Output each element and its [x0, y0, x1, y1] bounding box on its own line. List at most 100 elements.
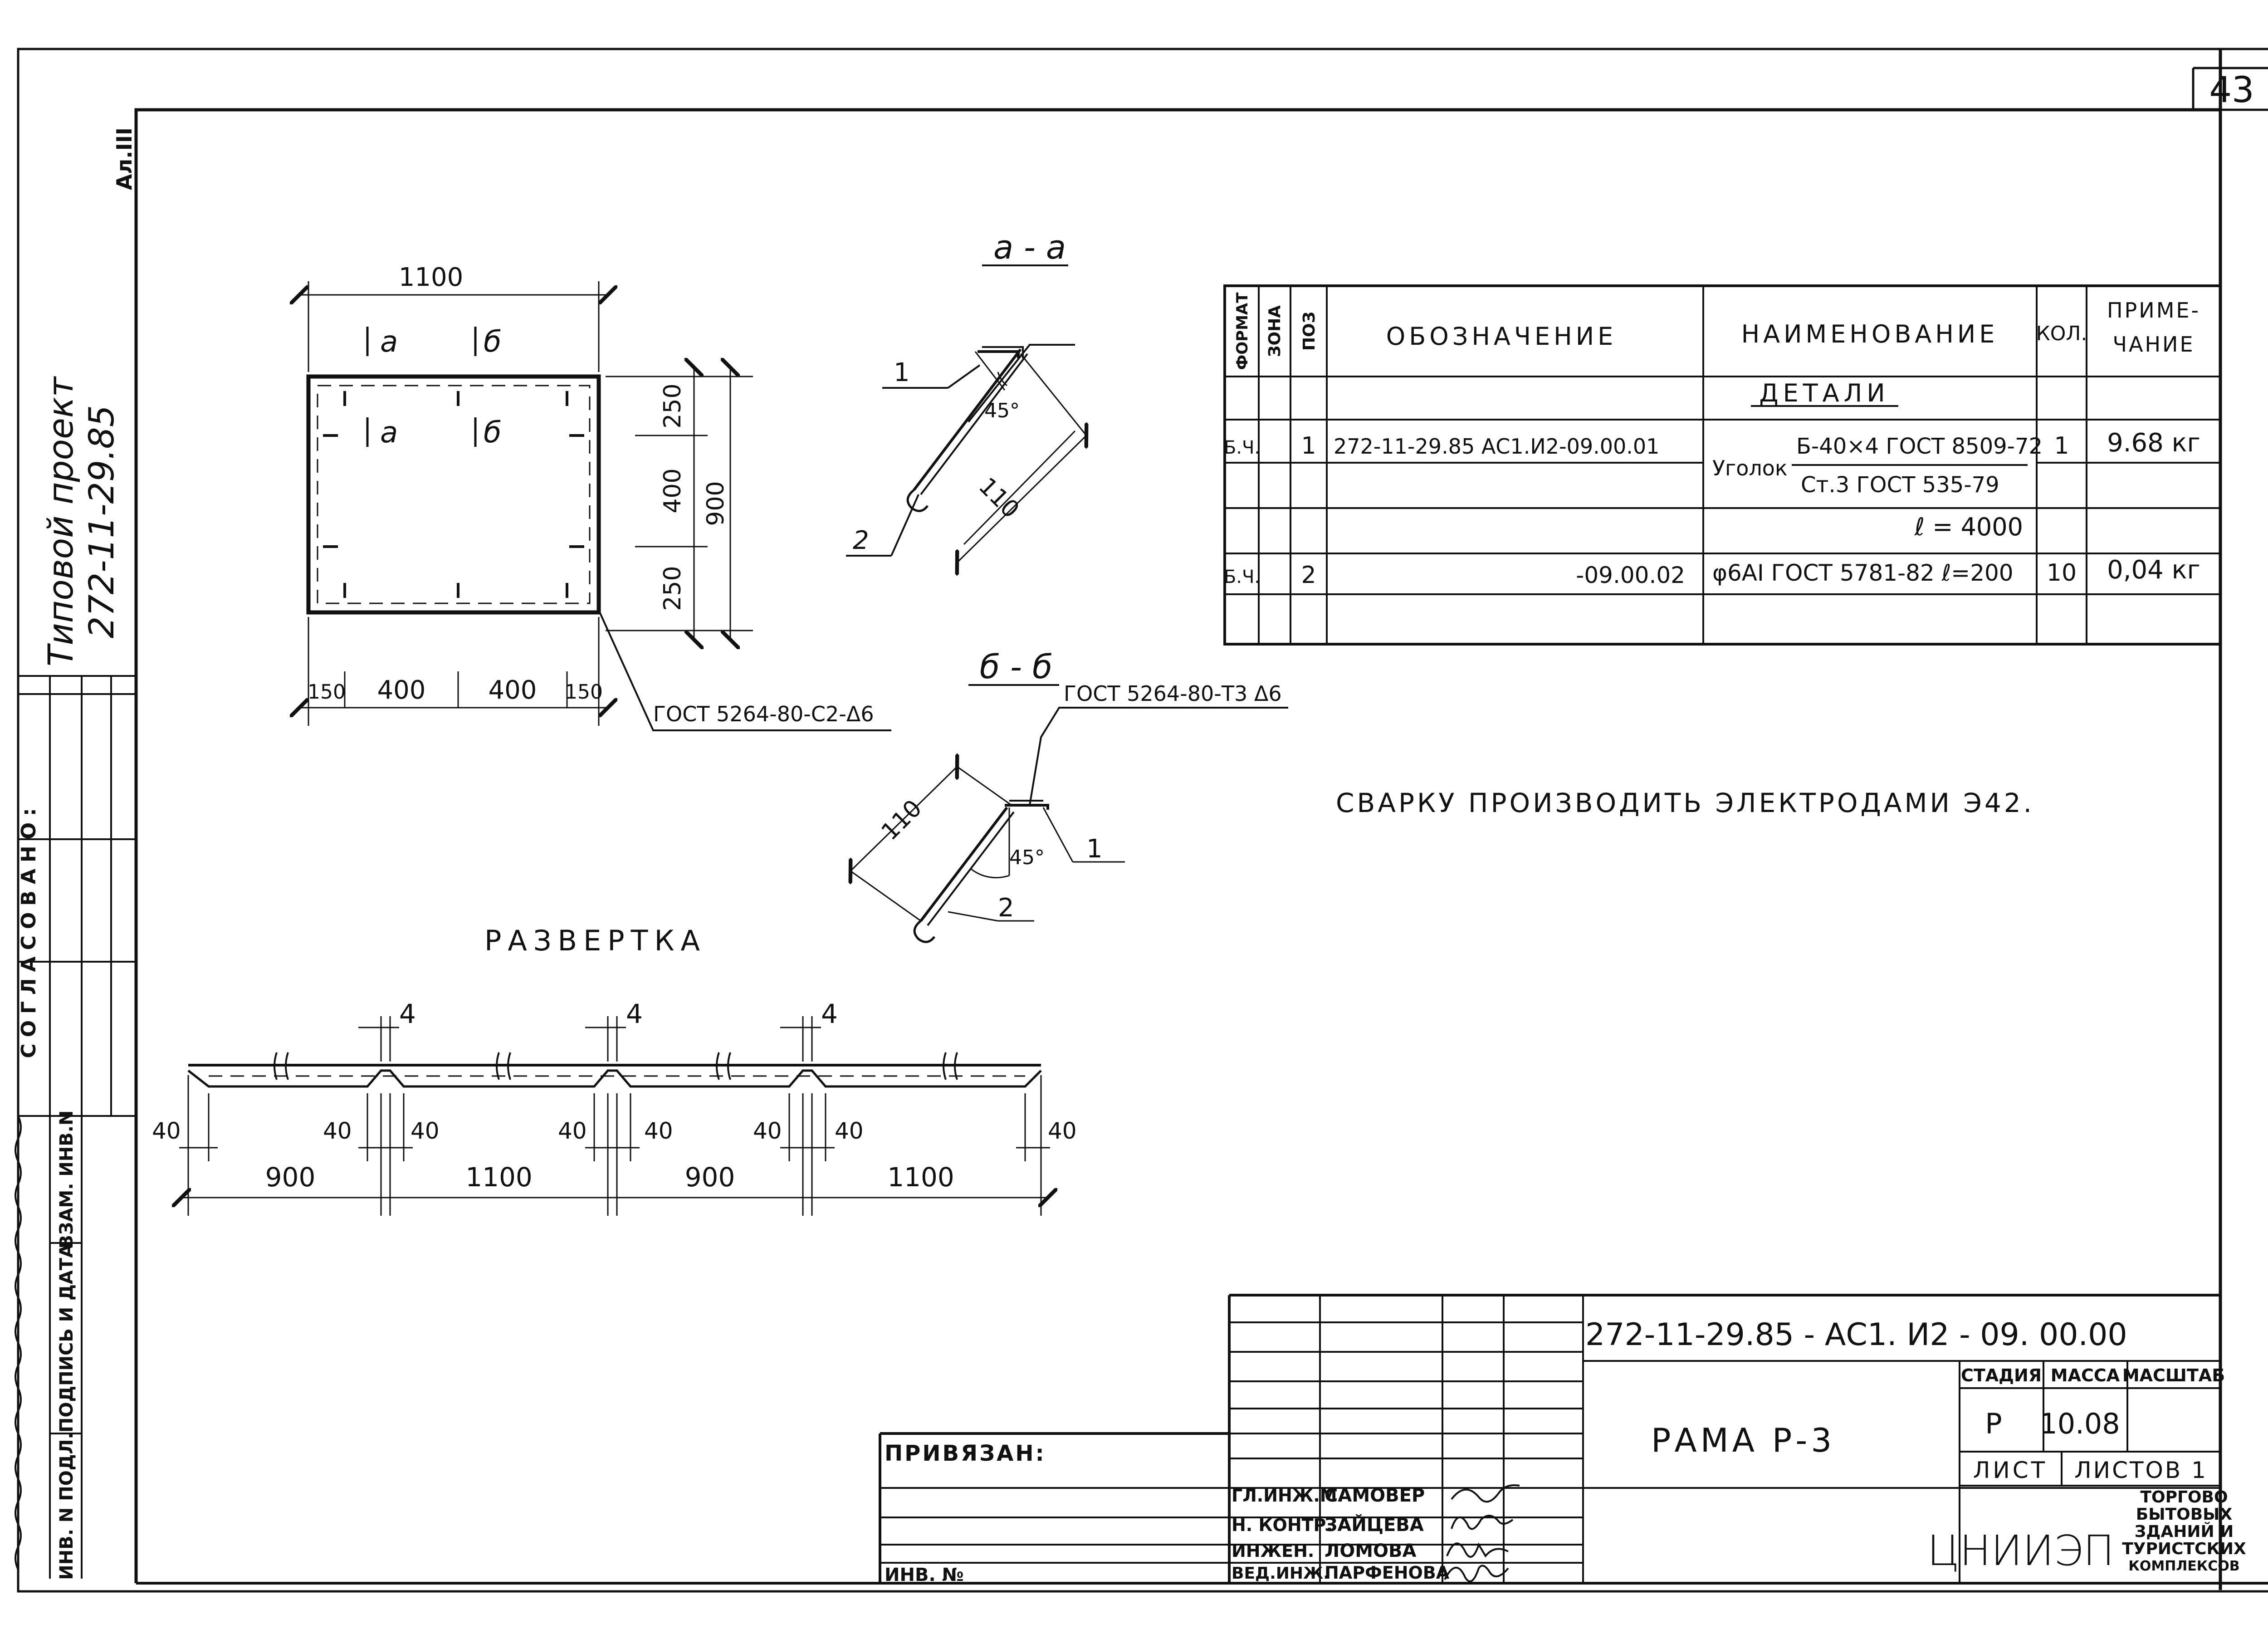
spec-header-pos: ПОЗ: [1300, 312, 1319, 351]
razvertka-small-dim-8: 40: [1048, 1118, 1077, 1144]
spec-row-1-designation: 272-11-29.85 АС1.И2-09.00.01: [1334, 434, 1659, 459]
section-bb-weld: ГОСТ 5264-80-Т3 Δ6: [1064, 681, 1282, 706]
plan-cut-b-mid: б: [484, 416, 501, 450]
spec-row-1-name-bottom: Ст.3 ГОСТ 535-79: [1801, 472, 1999, 498]
section-bb-pos1: 1: [1086, 834, 1103, 864]
signer-row-4: ВЕД.ИНЖ. ПАРФЕНОВА: [1232, 1563, 1450, 1583]
spec-row-3: Б.Ч. 2 -09.00.02 φ6АI ГОСТ 5781-82 ℓ=200…: [1224, 555, 2200, 589]
spec-table-grid: [1223, 284, 2222, 646]
spec-header-note-2: ЧАНИЕ: [2112, 332, 2195, 357]
signer-row-1: ГЛ.ИНЖ.М. САМОВЕР: [1232, 1485, 1425, 1506]
plan-bottom-150-left: 150: [308, 680, 346, 704]
razvertka-small-dim-1: 40: [152, 1118, 181, 1144]
spec-row-1-qty: 1: [2054, 432, 2069, 460]
signer-4-role: ВЕД.ИНЖ.: [1232, 1564, 1330, 1583]
razvertka-small-dim-3: 40: [411, 1118, 440, 1144]
side-vzam-label: ВЗАМ. ИНВ.N: [56, 1111, 77, 1249]
section-bb-angle: 45°: [1009, 846, 1045, 869]
section-aa-title: а - а: [993, 228, 1066, 266]
plan-dim-250-top: 250: [659, 383, 686, 428]
spec-row-1-pos: 1: [1301, 432, 1316, 460]
org-name-line-1: ТОРГОВО: [2140, 1488, 2228, 1507]
razvertka-small-dim-5: 40: [644, 1118, 673, 1144]
spec-row-3-note: 0,04 кг: [2107, 555, 2200, 585]
plan-bottom-400-right: 400: [489, 675, 537, 705]
privyazan-label: ПРИВЯЗАН:: [885, 1441, 1046, 1466]
plan-bottom-150-right: 150: [565, 680, 603, 704]
plan-cut-b-top: б: [484, 325, 501, 359]
spec-row-3-name: φ6АI ГОСТ 5781-82 ℓ=200: [1712, 560, 2014, 586]
inv-no-label: ИНВ. №: [885, 1565, 964, 1585]
section-aa: [846, 264, 1086, 563]
signer-1-role: ГЛ.ИНЖ.М.: [1232, 1486, 1344, 1506]
side-wavy-edge: [15, 1115, 22, 1570]
title-stage: Р: [1985, 1407, 2002, 1440]
side-inv-label: ИНВ. N ПОДЛ.: [56, 1432, 77, 1580]
signer-row-3: ИНЖЕН. ЛОМОВА: [1232, 1541, 1417, 1561]
section-bb-title: б - б: [980, 648, 1053, 686]
razvertka-main-dim-2: 1100: [465, 1162, 533, 1193]
razvertka-drawing: [179, 1016, 1050, 1216]
razvertka-top-dim-2: 4: [626, 998, 643, 1029]
section-bb-pos2: 2: [998, 893, 1014, 923]
signer-3-role: ИНЖЕН.: [1232, 1541, 1314, 1561]
title-mass: 10.08: [2039, 1407, 2120, 1440]
plan-cut-a-top: а: [380, 325, 398, 359]
signer-2-name: ЗАЙЦЕВА: [1325, 1514, 1424, 1536]
razvertka-main-dim-1: 900: [265, 1162, 316, 1193]
signer-3-name: ЛОМОВА: [1325, 1541, 1417, 1561]
razvertka-small-dim-6: 40: [753, 1118, 782, 1144]
side-stamp: [18, 675, 136, 1579]
title-sheet-label: ЛИСТ: [1973, 1457, 2048, 1483]
org-name-line-3: ЗДАНИЙ И: [2135, 1522, 2234, 1541]
plan-dim-400: 400: [659, 468, 686, 513]
title-mass-label: МАССА: [2051, 1365, 2120, 1385]
spec-row-3-pos: 2: [1301, 562, 1316, 589]
razvertka-small-dim-2: 40: [323, 1118, 352, 1144]
org-name-line-4: ТУРИСТСКИХ: [2122, 1540, 2246, 1558]
signer-2-role: Н. КОНТР.: [1232, 1515, 1333, 1535]
title-sheets-label: ЛИСТОВ 1: [2074, 1457, 2208, 1483]
section-aa-length: 110: [973, 473, 1025, 524]
project-stamp: Типовой проект 272-11-29.85: [40, 376, 122, 666]
side-agreed-label: СОГЛАСОВАНО:: [17, 802, 40, 1058]
title-stage-label: СТАДИЯ: [1961, 1365, 2042, 1385]
spec-row-1: Б.Ч. 1 272-11-29.85 АС1.И2-09.00.01 Угол…: [1224, 428, 2200, 498]
plan-width-dim: 1100: [399, 263, 464, 292]
sheet-number: 43: [2209, 70, 2254, 111]
side-podpis-label: ПОДПИСЬ И ДАТА: [56, 1244, 77, 1433]
signer-1-name: САМОВЕР: [1325, 1485, 1425, 1506]
section-aa-pos1: 1: [894, 358, 910, 387]
spec-header-format: ФОРМАТ: [1233, 292, 1251, 370]
spec-row-3-designation: -09.00.02: [1576, 562, 1685, 588]
plan-view: [299, 281, 891, 731]
org-name-line-5: КОМПЛЕКСОВ: [2128, 1558, 2239, 1574]
razvertka-main-dim-3: 900: [685, 1162, 735, 1193]
spec-row-1-name-prefix: Уголок: [1712, 456, 1788, 480]
plan-weld-note: ГОСТ 5264-80-С2-Δ6: [653, 702, 874, 726]
title-code: 272-11-29.85 - АС1. И2 - 09. 00.00: [1585, 1317, 2127, 1353]
razvertka-top-dim-1: 4: [399, 998, 416, 1029]
project-stamp-line1: Типовой проект: [40, 376, 81, 666]
spec-row-1-format: Б.Ч.: [1224, 437, 1260, 458]
spec-row-3-qty: 10: [2047, 559, 2077, 587]
title-name: РАМА Р-3: [1651, 1421, 1835, 1459]
spec-row-3-format: Б.Ч.: [1224, 567, 1260, 587]
section-aa-pos2: 2: [853, 526, 869, 555]
razvertka-main-dim-4: 1100: [887, 1162, 954, 1193]
title-block-grid: [136, 1294, 2268, 1585]
spec-header-name: НАИМЕНОВАНИЕ: [1741, 320, 1999, 348]
spec-section-title: ДЕТАЛИ: [1759, 379, 1889, 407]
signer-4-name: ПАРФЕНОВА: [1325, 1563, 1450, 1583]
razvertka-small-dim-4: 40: [558, 1118, 587, 1144]
razvertka-title: РАЗВЕРТКА: [484, 924, 706, 957]
plan-bottom-400-left: 400: [377, 675, 426, 705]
title-scale-label: МАСШТАБ: [2122, 1365, 2225, 1385]
project-stamp-line2: 272-11-29.85: [81, 405, 122, 638]
plan-dim-900: 900: [702, 481, 729, 526]
spec-row-1-note: 9.68 кг: [2107, 428, 2200, 458]
spec-row-2-length: ℓ = 4000: [1914, 513, 2023, 541]
spec-header-qty: КОЛ.: [2036, 322, 2087, 345]
signer-row-2: Н. КОНТР. ЗАЙЦЕВА: [1232, 1514, 1424, 1536]
